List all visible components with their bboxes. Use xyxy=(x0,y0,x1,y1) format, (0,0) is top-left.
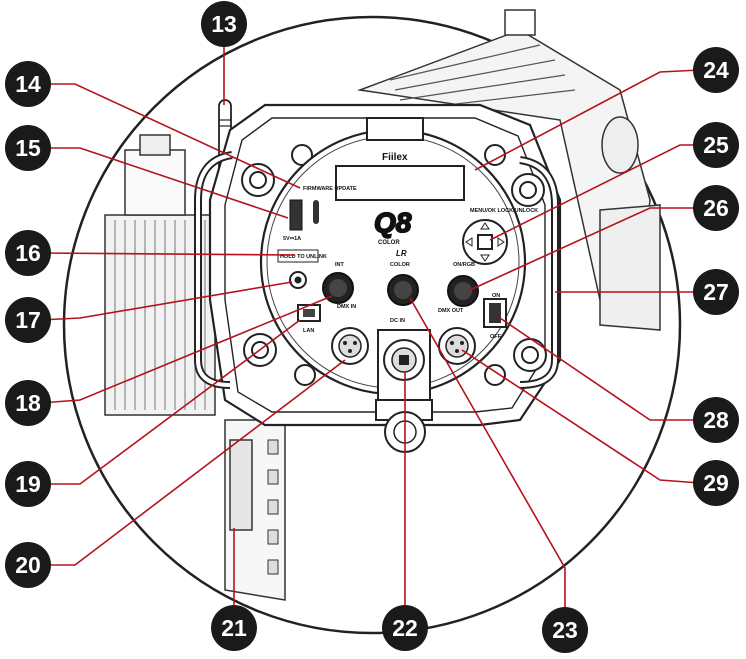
callout-25: 25 xyxy=(693,122,739,168)
callout-23: 23 xyxy=(542,607,588,653)
usb-port[interactable] xyxy=(289,199,303,231)
onrgb-label: ON/RGB xyxy=(453,262,475,268)
menu-lock-label: MENU/OK LOCK/UNLOCK xyxy=(470,208,538,214)
model-sub: COLOR xyxy=(378,240,400,246)
callout-16: 16 xyxy=(5,230,51,276)
usb-rating-label: 5V⎓1A xyxy=(283,236,301,242)
color-label: COLOR xyxy=(390,262,410,268)
svg-text:24: 24 xyxy=(703,57,729,83)
svg-text:29: 29 xyxy=(703,470,729,496)
lcd-display xyxy=(335,165,465,201)
svg-text:18: 18 xyxy=(15,390,41,416)
lan-label: LAN xyxy=(303,328,314,334)
callout-20: 20 xyxy=(5,542,51,588)
svg-text:15: 15 xyxy=(15,135,41,161)
svg-text:19: 19 xyxy=(15,471,41,497)
callout-29: 29 xyxy=(693,460,739,506)
svg-text:14: 14 xyxy=(15,71,41,97)
svg-text:25: 25 xyxy=(703,132,729,158)
brand-name: Fiilex xyxy=(382,152,408,163)
callout-27: 27 xyxy=(693,269,739,315)
dmx-in-label: DMX IN xyxy=(337,304,356,310)
stand-bracket xyxy=(224,419,286,601)
callout-17: 17 xyxy=(5,297,51,343)
firmware-button[interactable] xyxy=(313,200,319,224)
model-tag: LR xyxy=(396,249,407,258)
svg-text:17: 17 xyxy=(15,307,41,333)
svg-text:26: 26 xyxy=(703,195,729,221)
svg-text:22: 22 xyxy=(392,615,418,641)
callout-13: 13 xyxy=(201,1,247,47)
svg-text:21: 21 xyxy=(221,615,247,641)
callout-26: 26 xyxy=(693,185,739,231)
callout-22: 22 xyxy=(382,605,428,651)
off-label: OFF xyxy=(490,334,502,340)
leader-lines xyxy=(39,40,710,615)
callout-14: 14 xyxy=(5,61,51,107)
hold-to-unlink-label: HOLD TO UNLINK xyxy=(280,254,327,260)
dc-in-label: DC IN xyxy=(390,318,405,324)
svg-text:23: 23 xyxy=(552,617,578,643)
svg-text:28: 28 xyxy=(703,407,729,433)
svg-text:16: 16 xyxy=(15,240,41,266)
fixture-body-top xyxy=(357,9,661,331)
model-logo: Q8 xyxy=(374,207,412,238)
callout-24: 24 xyxy=(693,47,739,93)
int-label: INT xyxy=(335,262,345,268)
svg-text:27: 27 xyxy=(703,279,729,305)
callout-28: 28 xyxy=(693,397,739,443)
callout-15: 15 xyxy=(5,125,51,171)
menu-ok-button[interactable] xyxy=(477,234,493,250)
handle-bars xyxy=(194,151,559,389)
top-latch xyxy=(366,117,424,141)
svg-text:13: 13 xyxy=(211,11,237,37)
on-label: ON xyxy=(492,293,500,299)
svg-text:20: 20 xyxy=(15,552,41,578)
callout-21: 21 xyxy=(211,605,257,651)
firmware-update-label: FIRMWARE UPDATE xyxy=(303,186,357,192)
dmx-out-label: DMX OUT xyxy=(438,308,464,314)
callout-19: 19 xyxy=(5,461,51,507)
callout-18: 18 xyxy=(5,380,51,426)
